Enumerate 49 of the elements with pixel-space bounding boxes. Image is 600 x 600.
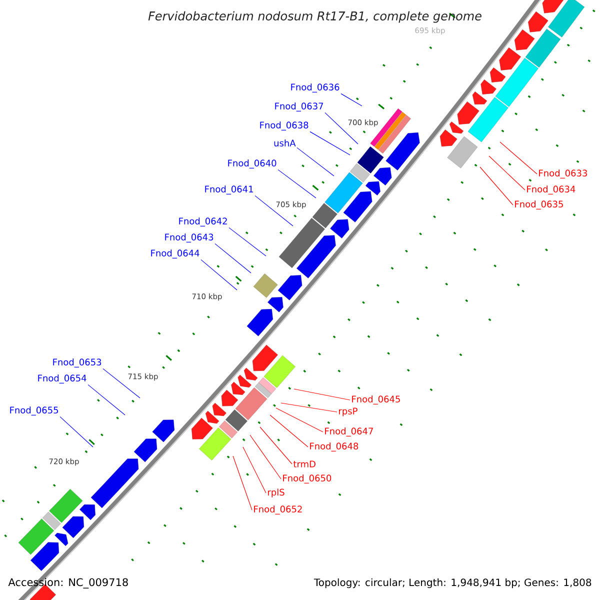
gene-label: ushA — [274, 140, 296, 146]
leader-line — [214, 243, 252, 274]
leader-line — [60, 416, 94, 448]
gene-label: Fnod_0648 — [310, 442, 358, 452]
leader-line — [260, 426, 292, 464]
leader-line — [242, 446, 266, 494]
leader-line — [250, 434, 282, 480]
gene-label: Fnod_0641 — [205, 186, 253, 194]
gene-label: Fnod_0636 — [291, 84, 340, 92]
gene-label: trmD — [293, 460, 316, 468]
gene-label: Fnod_0638 — [260, 122, 308, 130]
gene-label: Fnod_0634 — [527, 186, 576, 194]
leader-line — [254, 195, 294, 226]
gene-label: Fnod_0647 — [325, 428, 373, 436]
gene-label: Fnod_0643 — [165, 234, 214, 242]
leader-line — [500, 142, 538, 174]
leader-line — [324, 112, 358, 144]
leader-line — [232, 456, 252, 510]
leader-line — [102, 368, 140, 398]
title: Fervidobacterium nodosum Rt17-B1, complete genome — [148, 11, 482, 23]
gene-label: Fnod_0637 — [275, 102, 324, 112]
gene-label: rpsP — [339, 408, 358, 416]
gene-label: Fnod_0635 — [515, 200, 563, 210]
gene-label: Fnod_0633 — [539, 170, 587, 178]
gene-label: Fnod_0645 — [352, 396, 400, 404]
leader-line — [488, 156, 526, 190]
leader-line — [270, 414, 308, 448]
leader-line — [296, 147, 334, 176]
leader-line — [480, 166, 514, 206]
gene-label: Fnod_0653 — [53, 358, 102, 368]
leader-line — [278, 169, 316, 198]
leader-line — [200, 259, 238, 290]
leader-line — [340, 93, 362, 106]
gene-label: Fnod_0652 — [254, 506, 302, 514]
leader-line — [280, 402, 338, 412]
gene-label: Fnod_0654 — [38, 374, 86, 384]
gene-label: Fnod_0642 — [179, 218, 227, 226]
leader-line — [294, 388, 350, 400]
gene-label: Fnod_0655 — [10, 406, 58, 416]
gene-label: Fnod_0640 — [228, 160, 276, 168]
gene-label: Fnod_0650 — [283, 474, 332, 484]
leader-line — [228, 227, 266, 256]
gene-label: rplS — [268, 488, 284, 498]
topology-text: Topology: circular; Length: 1,948,941 bp; Genes: 1,808 — [314, 578, 592, 588]
gene-label: Fnod_0644 — [151, 250, 200, 258]
leader-line — [88, 384, 126, 416]
leader-line — [276, 408, 324, 432]
leader-line — [310, 131, 350, 156]
accession-text: Accession: NC_009718 — [8, 578, 128, 588]
